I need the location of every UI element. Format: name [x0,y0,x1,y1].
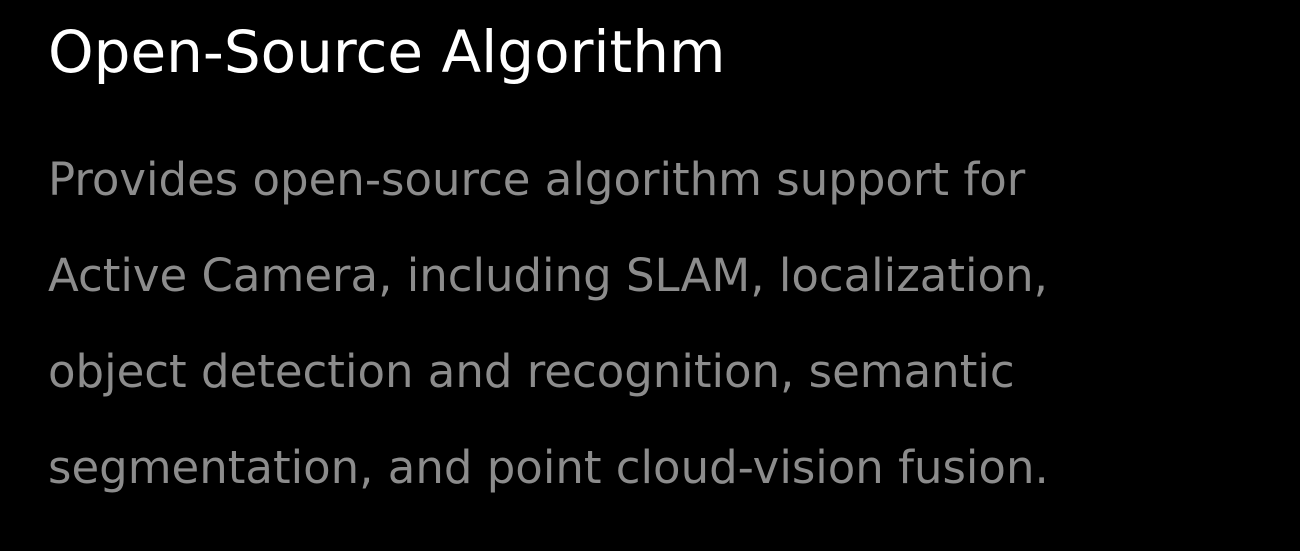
description-line-1: Provides open-source algorithm support f… [48,153,1026,206]
description-line-3: object detection and recognition, semant… [48,345,1015,398]
description-line-2: Active Camera, including SLAM, localizat… [48,249,1048,302]
feature-description: Provides open-source algorithm support f… [48,132,1252,516]
description-line-4: segmentation, and point cloud-vision fus… [48,441,1049,494]
feature-title: Open-Source Algorithm [48,18,726,86]
